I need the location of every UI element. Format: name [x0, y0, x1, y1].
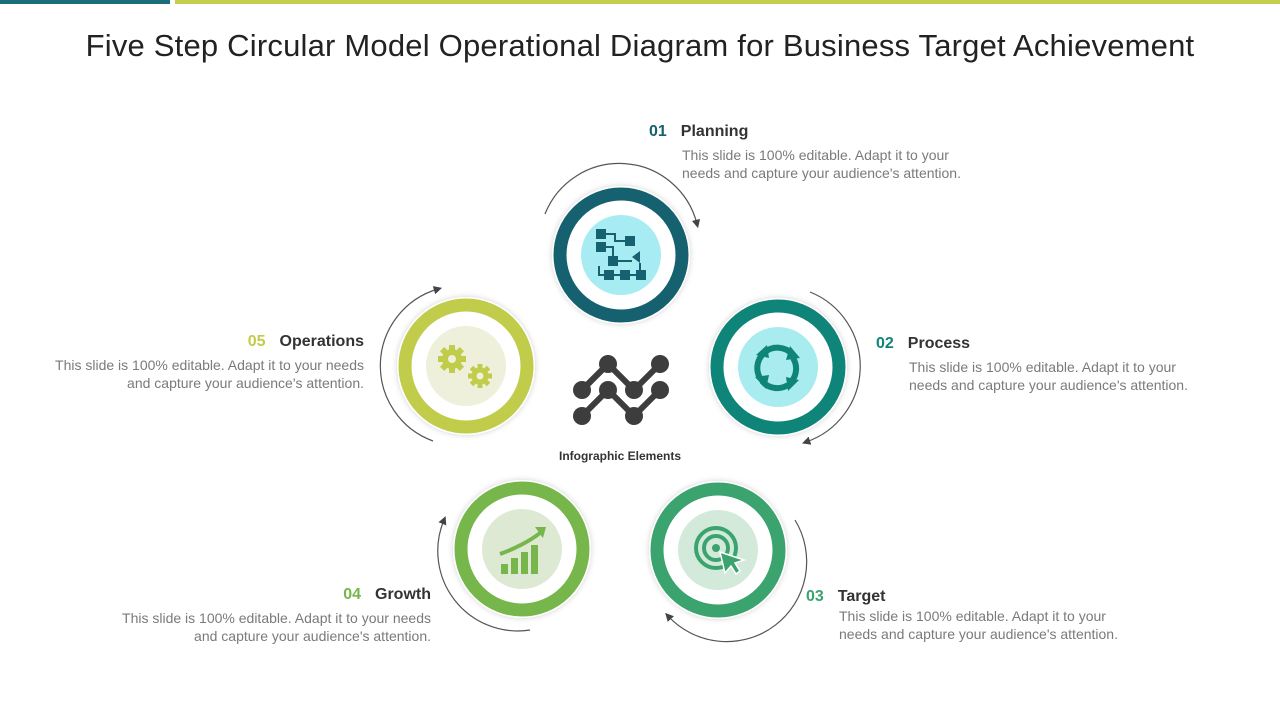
step-description: This slide is 100% editable. Adapt it to… [909, 359, 1188, 393]
step-circle-operations [379, 286, 535, 442]
step-circle-process [709, 291, 861, 445]
step-label: Operations [279, 333, 364, 350]
flowchart-icon [596, 229, 646, 280]
accent-bar-right [175, 0, 1280, 4]
step-description: This slide is 100% editable. Adapt it to… [122, 610, 431, 644]
step-number: 03 [806, 588, 824, 605]
step-description: This slide is 100% editable. Adapt it to… [682, 147, 961, 181]
step-text-target: 03 Target This slide is 100% editable. Ad… [806, 588, 1136, 643]
target-icon [694, 526, 747, 576]
flow-arrow-planning [544, 162, 701, 229]
flow-arrow-target [665, 519, 808, 643]
accent-bar-left [0, 0, 170, 4]
step-circle-target [649, 481, 808, 643]
step-number: 02 [876, 335, 894, 352]
step-text-growth: 04 Growth This slide is 100% editable. Ad… [120, 586, 431, 645]
step-description: This slide is 100% editable. Adapt it to… [839, 608, 1118, 642]
center-label: Infographic Elements [558, 449, 682, 463]
step-text-operations: 05 Operations This slide is 100% editable… [54, 333, 364, 392]
refresh-cycle-icon [754, 344, 800, 392]
gears-icon [438, 345, 492, 388]
step-circle-growth [437, 480, 591, 632]
step-text-process: 02 Process This slide is 100% editable. A… [876, 335, 1206, 394]
step-text-planning: 01 Planning This slide is 100% editable. … [649, 123, 969, 182]
step-label: Process [907, 335, 971, 352]
growth-chart-icon [499, 527, 546, 574]
step-label: Target [837, 588, 886, 605]
flow-arrow-operations [379, 286, 443, 442]
step-circle-planning [544, 162, 701, 324]
step-label: Planning [680, 123, 749, 140]
network-nodes-icon [573, 355, 669, 425]
flow-arrow-growth [437, 516, 531, 632]
step-number: 05 [247, 333, 266, 350]
step-description: This slide is 100% editable. Adapt it to… [55, 357, 364, 391]
slide-title: Five Step Circular Model Operational Dia… [85, 28, 1195, 63]
flow-arrow-process [802, 291, 861, 445]
step-number: 04 [343, 586, 361, 603]
step-label: Growth [375, 586, 431, 603]
step-number: 01 [649, 123, 667, 140]
